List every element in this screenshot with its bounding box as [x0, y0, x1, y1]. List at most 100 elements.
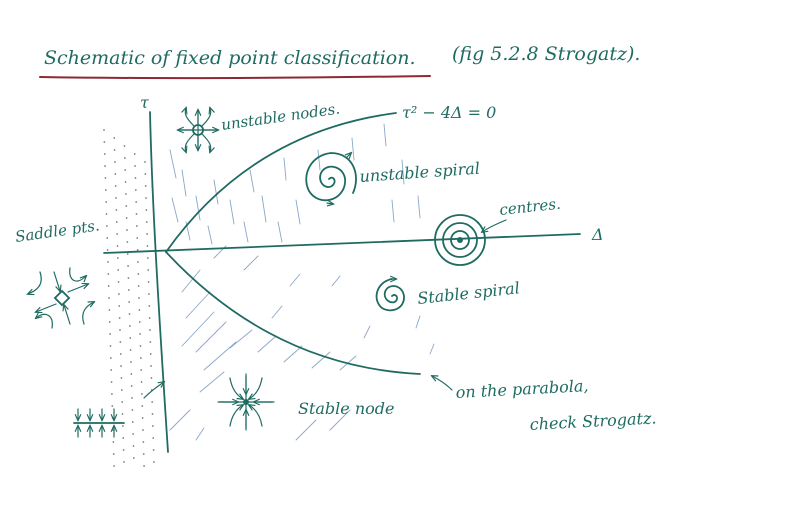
saddle-region-dot	[129, 349, 132, 351]
saddle-region-dot	[103, 129, 105, 131]
saddle-region-dot	[103, 153, 106, 155]
saddle-region-dot	[126, 241, 129, 243]
hatch-stroke	[249, 169, 255, 193]
saddle-region-dot	[149, 353, 152, 355]
hatch-stroke	[311, 351, 331, 369]
saddle-region-dot	[136, 237, 139, 239]
saddle-region-dot	[116, 245, 119, 247]
saddle-region-dot	[111, 417, 114, 419]
hatch-stroke	[283, 157, 287, 181]
hatch-stroke	[203, 341, 237, 371]
saddle-region-dot	[151, 413, 154, 415]
hatch-stroke	[331, 275, 341, 287]
saddle-region-dot	[134, 177, 137, 179]
saddle-points-label: Saddle pts.	[14, 216, 101, 246]
saddle-region-dot	[136, 249, 139, 251]
saddle-region-dot	[112, 453, 115, 455]
saddle-region-dot	[114, 185, 117, 187]
saddle-region-dot	[118, 317, 121, 319]
delta-axis	[103, 233, 581, 254]
saddle-region-dot	[107, 261, 109, 263]
saddle-region-dot	[132, 433, 135, 435]
saddle-region-dot	[124, 181, 127, 183]
saddle-region-dot	[108, 321, 111, 323]
saddle-region-dot	[140, 369, 143, 371]
saddle-region-dot	[129, 337, 132, 339]
saddle-region-dot	[144, 185, 147, 187]
saddle-region-dot	[116, 233, 119, 235]
hatch-stroke	[207, 225, 213, 245]
centres-pointer	[482, 219, 507, 232]
saddle-region-dot	[104, 165, 106, 167]
saddle-region-dot	[139, 357, 142, 359]
line-of-fixed-points-icon	[73, 408, 125, 438]
saddle-region-dot	[122, 449, 125, 451]
hatch-stroke	[229, 329, 253, 349]
saddle-region-dot	[149, 329, 151, 331]
parabola-note-line1: on the parabola,	[455, 376, 589, 402]
hatch-stroke	[181, 311, 215, 347]
saddle-region-dot	[104, 189, 107, 191]
hatch-stroke	[401, 159, 405, 185]
hatch-stroke	[415, 315, 421, 329]
saddle-region-dot	[115, 221, 118, 223]
stable-spiral-label: Stable spiral	[416, 278, 520, 308]
parabola-lower	[165, 251, 421, 375]
saddle-dots	[103, 129, 155, 467]
saddle-region-dot	[146, 233, 149, 235]
saddle-region-dot	[123, 157, 126, 159]
saddle-region-dot	[150, 377, 153, 379]
saddle-region-dot	[137, 285, 140, 287]
unstable-nodes-label: unstable nodes.	[220, 99, 341, 133]
saddle-region-dot	[125, 193, 127, 195]
saddle-region-dot	[120, 389, 123, 391]
hatch-stroke	[171, 197, 179, 223]
saddle-region-dot	[121, 425, 124, 427]
delta-axis-label: Δ	[591, 225, 604, 244]
saddle-region-dot	[128, 313, 131, 315]
saddle-region-dot	[145, 209, 148, 211]
saddle-region-dot	[111, 405, 114, 407]
saddle-region-dot	[130, 361, 132, 363]
hatch-stroke	[271, 305, 283, 319]
hatch-stroke	[169, 409, 191, 431]
stable-spiral-icon	[375, 279, 405, 312]
hatch-stroke	[199, 371, 225, 393]
hatch-stroke	[429, 343, 435, 355]
saddle-region-dot	[134, 165, 136, 167]
hatch-stroke	[351, 137, 355, 161]
saddle-region-dot	[146, 257, 149, 259]
saddle-region-dot	[112, 441, 115, 443]
hatch-stroke	[295, 199, 301, 225]
title-underline	[39, 75, 431, 80]
saddle-region-dot	[123, 461, 125, 463]
saddle-region-dot	[130, 385, 133, 387]
saddle-region-dot	[125, 217, 128, 219]
saddle-region-dot	[123, 145, 126, 147]
parabola-upper	[165, 112, 397, 253]
saddle-region-dot	[132, 445, 135, 447]
saddle-region-dot	[115, 197, 117, 199]
reference: (fig 5.2.8 Strogatz).	[452, 43, 640, 65]
saddle-region-dot	[152, 449, 155, 451]
saddle-region-dot	[144, 173, 147, 175]
centres-label: centres.	[499, 195, 562, 219]
saddle-region-dot	[117, 269, 120, 271]
hatch-stroke	[213, 179, 219, 205]
hatch-stroke	[257, 335, 277, 353]
saddle-region-dot	[110, 381, 113, 383]
hatch-stroke	[329, 409, 351, 431]
saddle-region-dot	[151, 425, 154, 427]
saddle-region-dot	[139, 345, 142, 347]
saddle-region-dot	[106, 237, 109, 239]
hatch-stroke	[195, 321, 227, 353]
saddle-region-dot	[119, 329, 121, 331]
saddle-region-dot	[148, 305, 151, 307]
saddle-point-icon	[28, 267, 94, 329]
saddle-region-dot	[118, 293, 120, 295]
hatch-stroke	[391, 199, 395, 223]
hatch-stroke	[363, 325, 371, 339]
saddle-region-dot	[119, 353, 122, 355]
stable-node-icon	[217, 373, 275, 431]
